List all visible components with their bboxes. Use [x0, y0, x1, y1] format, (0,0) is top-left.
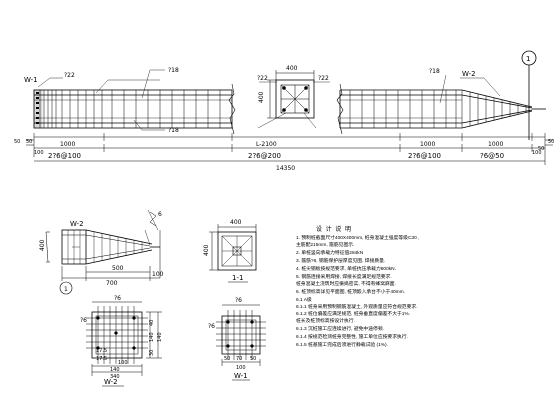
- top-section-view: [257, 70, 330, 129]
- tip-tag: W-2: [70, 220, 84, 228]
- w1-dim-1: 70: [236, 356, 242, 362]
- dimension-chain-2: [34, 144, 545, 152]
- section-1-1: [209, 224, 257, 283]
- w2-dim-b3: 140: [110, 367, 120, 373]
- w1-dim-0: 50: [224, 356, 230, 362]
- bar-22-section-right-label: ?22: [318, 75, 329, 82]
- notes-title: 设 计 说 明: [316, 227, 353, 233]
- note-line: 主筋配215mm, 箍筋见图示.: [296, 243, 355, 248]
- dim-row2-b: 2?6@200: [248, 152, 281, 160]
- design-notes: 设 计 说 明 1. 预制桩截面尺寸400X400mm, 桩身混凝土强度等级C3…: [296, 224, 436, 364]
- dim-row2-a: 2?6@100: [48, 152, 81, 160]
- w1-left-bar: ?6: [208, 323, 215, 330]
- note-line: 6. 桩顶标高详见平面图, 桩顶嵌入承台不小于40mm.: [296, 290, 406, 295]
- bar-18-top-label: ?18: [168, 67, 179, 74]
- dim-right-ticks: [545, 139, 553, 146]
- note-line: 6.1.3 沉桩施工应连续进行, 避免中途停顿.: [296, 327, 384, 332]
- tip-detail-labels: W-2 400 500 700 100 6 1: [39, 211, 164, 293]
- note-line: 1. 预制桩截面尺寸400X400mm, 桩身混凝土强度等级C30 ,: [296, 236, 420, 241]
- bar-18-bottom-label: ?18: [168, 127, 179, 134]
- dimension-total: [34, 133, 546, 165]
- note-line: 6.1 A级: [296, 298, 312, 303]
- note-line: 6.1.5 桩基施工完成后须进行静载试验 (1%).: [296, 343, 388, 348]
- left-small-b: 50: [26, 139, 32, 145]
- note-line: 2. 单桩竖向承载力特征值284kN: [296, 251, 364, 256]
- note-line: 4. 桩尖钢板按规范要求, 单桩抗压承载力800kN.: [296, 267, 396, 272]
- note-line: 5. 钢筋连接采用焊接, 焊接长度满足规范要求.: [296, 275, 392, 280]
- note-line: 桩身混凝土浇筑时应振捣密实, 不得有蜂窝麻面.: [296, 282, 396, 287]
- dim-row1-c: 1000: [420, 141, 435, 148]
- s11-label: 1-1: [232, 274, 243, 282]
- w1-dim-2: 100: [236, 365, 246, 371]
- elevation-labels: W-1 ?22 ?18 ?18 ?22 ?22 400 400 ?18 W-2 …: [14, 55, 554, 172]
- pile-elevation-right-segment: [339, 50, 546, 140]
- w2-top-bar: ?6: [114, 295, 121, 302]
- note-line: 6.1.1 桩身采用预制钢筋混凝土, 外观质量应符合规范要求.: [296, 305, 418, 310]
- note-line: 6.1.4 按规范检测桩身完整性, 施工单位应按要求执行.: [296, 335, 408, 340]
- section-w2-labels: ?6 ?6 17.5 17.5 100 140 340 40 140 140 3…: [80, 295, 163, 386]
- tip-angle: 6: [158, 211, 162, 218]
- tip-dim-a: 500: [112, 265, 124, 272]
- dim-row1-a: 1000: [60, 141, 75, 148]
- right-small-c: 100: [532, 150, 542, 156]
- dim-row1-d: 1000: [488, 141, 503, 148]
- s11-width: 400: [230, 219, 242, 226]
- section-width-label: 400: [286, 65, 298, 72]
- tip-circle-mark: 1: [64, 286, 68, 293]
- w2-dim-b4: 340: [110, 374, 120, 380]
- dim-left-ticks: [26, 139, 34, 146]
- w2-dim-r1: 140: [149, 332, 155, 342]
- w2-section-label: W-2: [104, 378, 118, 386]
- pile-tip-detail: [45, 209, 161, 295]
- tip-height: 400: [39, 239, 46, 251]
- w2-dim-b1: 17.5: [96, 356, 107, 362]
- w2-tag: W-2: [462, 70, 476, 78]
- left-small-c: 100: [34, 150, 44, 156]
- w1-top-bar: ?6: [235, 297, 242, 304]
- w1-section-label: W-1: [234, 372, 248, 380]
- left-small-a: 50: [14, 139, 20, 145]
- total-length: 14350: [276, 165, 295, 172]
- w2-dim-b2: 100: [118, 360, 128, 366]
- bar-22-section-left-label: ?22: [257, 75, 268, 82]
- w2-dim-r2: 140: [157, 332, 163, 342]
- w1-dim-3: 50: [250, 356, 256, 362]
- w2-dim-b0: 17.5: [96, 348, 107, 354]
- section-w2: [86, 301, 162, 387]
- right-small-a: 50: [548, 139, 554, 145]
- w2-dim-r3: 30: [149, 350, 155, 356]
- note-line: 3. 箍筋?6, 钢筋保护层厚度见图, 焊接质量.: [296, 259, 386, 264]
- section-1-1-labels: 400 400 1-1: [203, 219, 243, 282]
- dim-row2-c: 2?6@100: [408, 152, 441, 160]
- w2-left-bar: ?6: [80, 317, 87, 324]
- detail-mark: 1: [526, 55, 530, 63]
- s11-height: 400: [203, 244, 210, 256]
- break-lines: [228, 83, 344, 135]
- note-line: 6.1.2 桩位偏差应满足规范, 桩身垂直度偏差不大于1%.: [296, 312, 411, 317]
- bar-22-left-label: ?22: [64, 72, 75, 79]
- note-line: 桩长及桩顶标高按设计执行.: [296, 319, 355, 324]
- tip-dim-b: 700: [106, 280, 118, 287]
- section-w1-labels: ?6 ?6 50 70 100 50 W-1: [208, 297, 256, 380]
- right-small-b: 50: [538, 146, 544, 152]
- section-w1: [216, 304, 266, 381]
- pile-elevation-left-segment: [33, 89, 233, 129]
- leader-lines: [37, 69, 501, 131]
- tip-dim-c: 100: [152, 271, 164, 278]
- w1-tag: W-1: [24, 76, 38, 84]
- dimension-chain-1: [33, 133, 545, 157]
- dim-row1-b: L-2100: [256, 141, 277, 148]
- bar-18-right-label: ?18: [429, 68, 440, 75]
- w2-dim-r0: 40: [149, 320, 155, 326]
- dim-row2-d: ?6@50: [480, 152, 504, 160]
- section-height-label: 400: [258, 91, 265, 103]
